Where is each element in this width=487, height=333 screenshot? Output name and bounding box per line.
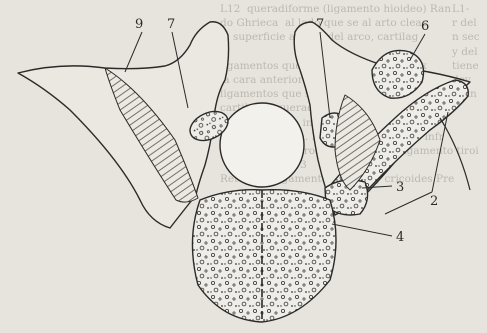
callout-6: 6: [421, 19, 429, 34]
vertebral-foramen: [220, 103, 304, 187]
callout-9: 9: [135, 17, 143, 32]
leader-4: [332, 224, 392, 236]
callout-3: 3: [396, 180, 404, 195]
callout-2: 2: [430, 194, 438, 209]
leader-9: [125, 32, 142, 72]
callout-4: 4: [396, 230, 404, 245]
callout-7-left: 7: [167, 17, 175, 32]
vertebral-body: [192, 190, 336, 322]
leader-2b: [385, 192, 432, 214]
callout-7-right: 7: [316, 17, 324, 32]
